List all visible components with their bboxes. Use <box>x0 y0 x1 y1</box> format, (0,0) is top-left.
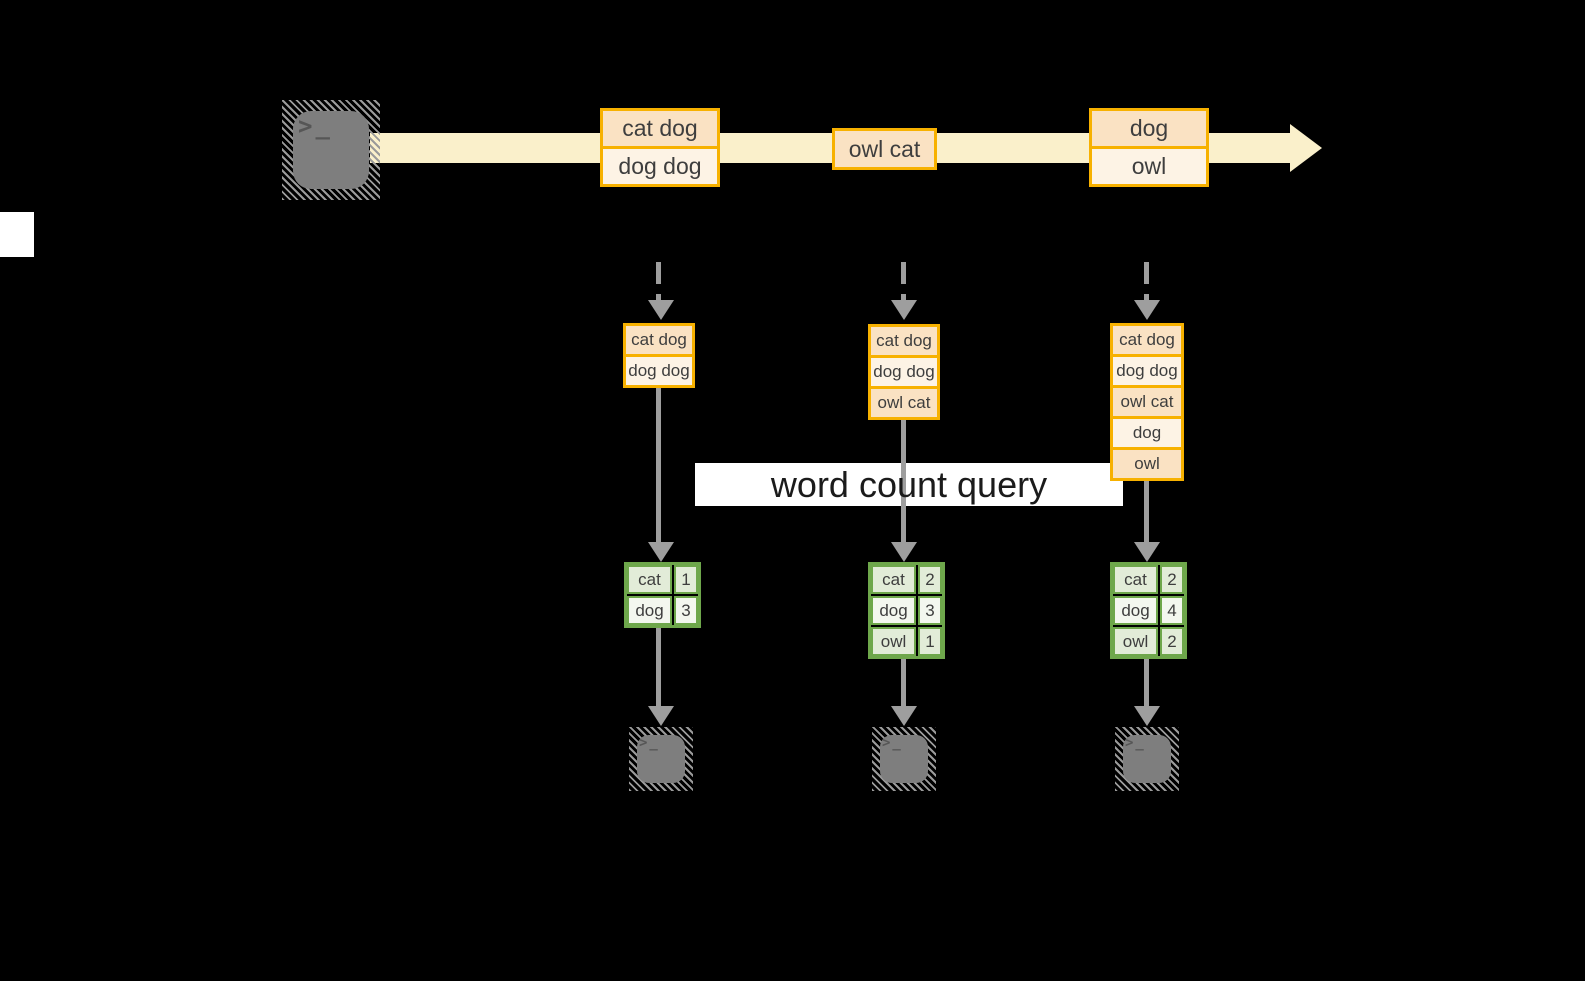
terminal-prompt-glyph: >_ <box>298 112 333 140</box>
query-flow-arrowhead-icon <box>648 542 674 562</box>
word-count-table-2: cat 2 dog 3 owl 1 <box>868 562 945 659</box>
buffer-item: cat dog <box>1110 323 1184 357</box>
word-cell: cat <box>1113 565 1158 594</box>
word-count-table-3: cat 2 dog 4 owl 2 <box>1110 562 1187 659</box>
stream-event-box-1: cat dog dog dog <box>600 108 720 187</box>
word-count-table-1: cat 1 dog 3 <box>624 562 701 628</box>
count-cell: 2 <box>918 565 942 594</box>
word-cell: dog <box>627 596 672 625</box>
buffer-stack-3: cat dog dog dog owl cat dog owl <box>1110 323 1184 481</box>
word-cell: cat <box>871 565 916 594</box>
ingest-arrowhead-icon <box>891 300 917 320</box>
query-flow-line <box>656 388 661 542</box>
count-cell: 4 <box>1160 596 1184 625</box>
buffer-item: dog dog <box>868 355 940 389</box>
terminal-screen <box>637 735 685 783</box>
output-flow-line <box>901 659 906 706</box>
output-arrowhead-icon <box>648 706 674 726</box>
word-cell: owl <box>871 627 916 656</box>
ingest-dashed-line <box>1144 262 1149 300</box>
clipped-white-fragment <box>0 212 34 257</box>
buffer-item: dog dog <box>1110 354 1184 388</box>
sink-terminal-icon-3: >_ <box>1115 727 1179 791</box>
output-arrowhead-icon <box>1134 706 1160 726</box>
output-flow-line <box>1144 659 1149 706</box>
count-cell: 1 <box>674 565 698 594</box>
query-flow-arrowhead-icon <box>1134 542 1160 562</box>
sink-terminal-icon-1: >_ <box>629 727 693 791</box>
ingest-dashed-line <box>901 262 906 300</box>
word-cell: dog <box>1113 596 1158 625</box>
buffer-stack-1: cat dog dog dog <box>623 323 695 388</box>
buffer-item: dog <box>1110 416 1184 450</box>
word-cell: owl <box>1113 627 1158 656</box>
count-cell: 3 <box>918 596 942 625</box>
event-line: owl cat <box>835 131 934 167</box>
count-cell: 2 <box>1160 565 1184 594</box>
buffer-item: owl cat <box>1110 385 1184 419</box>
query-banner-background <box>695 463 1123 506</box>
query-flow-line <box>901 420 906 542</box>
buffer-stack-2: cat dog dog dog owl cat <box>868 324 940 420</box>
buffer-item: owl <box>1110 447 1184 481</box>
terminal-prompt-glyph: >_ <box>639 735 660 751</box>
output-flow-line <box>656 628 661 706</box>
ingest-arrowhead-icon <box>648 300 674 320</box>
terminal-screen <box>293 111 369 189</box>
query-banner-label: word count query <box>770 463 1048 505</box>
event-line: dog dog <box>603 146 717 184</box>
output-arrowhead-icon <box>891 706 917 726</box>
source-terminal-icon: >_ <box>282 100 380 200</box>
query-flow-arrowhead-icon <box>891 542 917 562</box>
ingest-arrowhead-icon <box>1134 300 1160 320</box>
word-cell: dog <box>871 596 916 625</box>
terminal-screen <box>1123 735 1171 783</box>
stream-event-box-3: dog owl <box>1089 108 1209 187</box>
ingest-dashed-line <box>656 262 661 300</box>
count-cell: 3 <box>674 596 698 625</box>
terminal-screen <box>880 735 928 783</box>
event-line: owl <box>1092 146 1206 184</box>
event-line: cat dog <box>603 111 717 146</box>
event-line: dog <box>1092 111 1206 146</box>
query-flow-line <box>1144 481 1149 542</box>
buffer-item: dog dog <box>623 354 695 388</box>
terminal-prompt-glyph: >_ <box>1125 735 1146 751</box>
sink-terminal-icon-2: >_ <box>872 727 936 791</box>
stream-event-box-2: owl cat <box>832 128 937 170</box>
stream-timeline-arrowhead-icon <box>1290 124 1322 172</box>
word-cell: cat <box>627 565 672 594</box>
buffer-item: cat dog <box>623 323 695 357</box>
count-cell: 2 <box>1160 627 1184 656</box>
terminal-prompt-glyph: >_ <box>882 735 903 751</box>
buffer-item: cat dog <box>868 324 940 358</box>
count-cell: 1 <box>918 627 942 656</box>
buffer-item: owl cat <box>868 386 940 420</box>
